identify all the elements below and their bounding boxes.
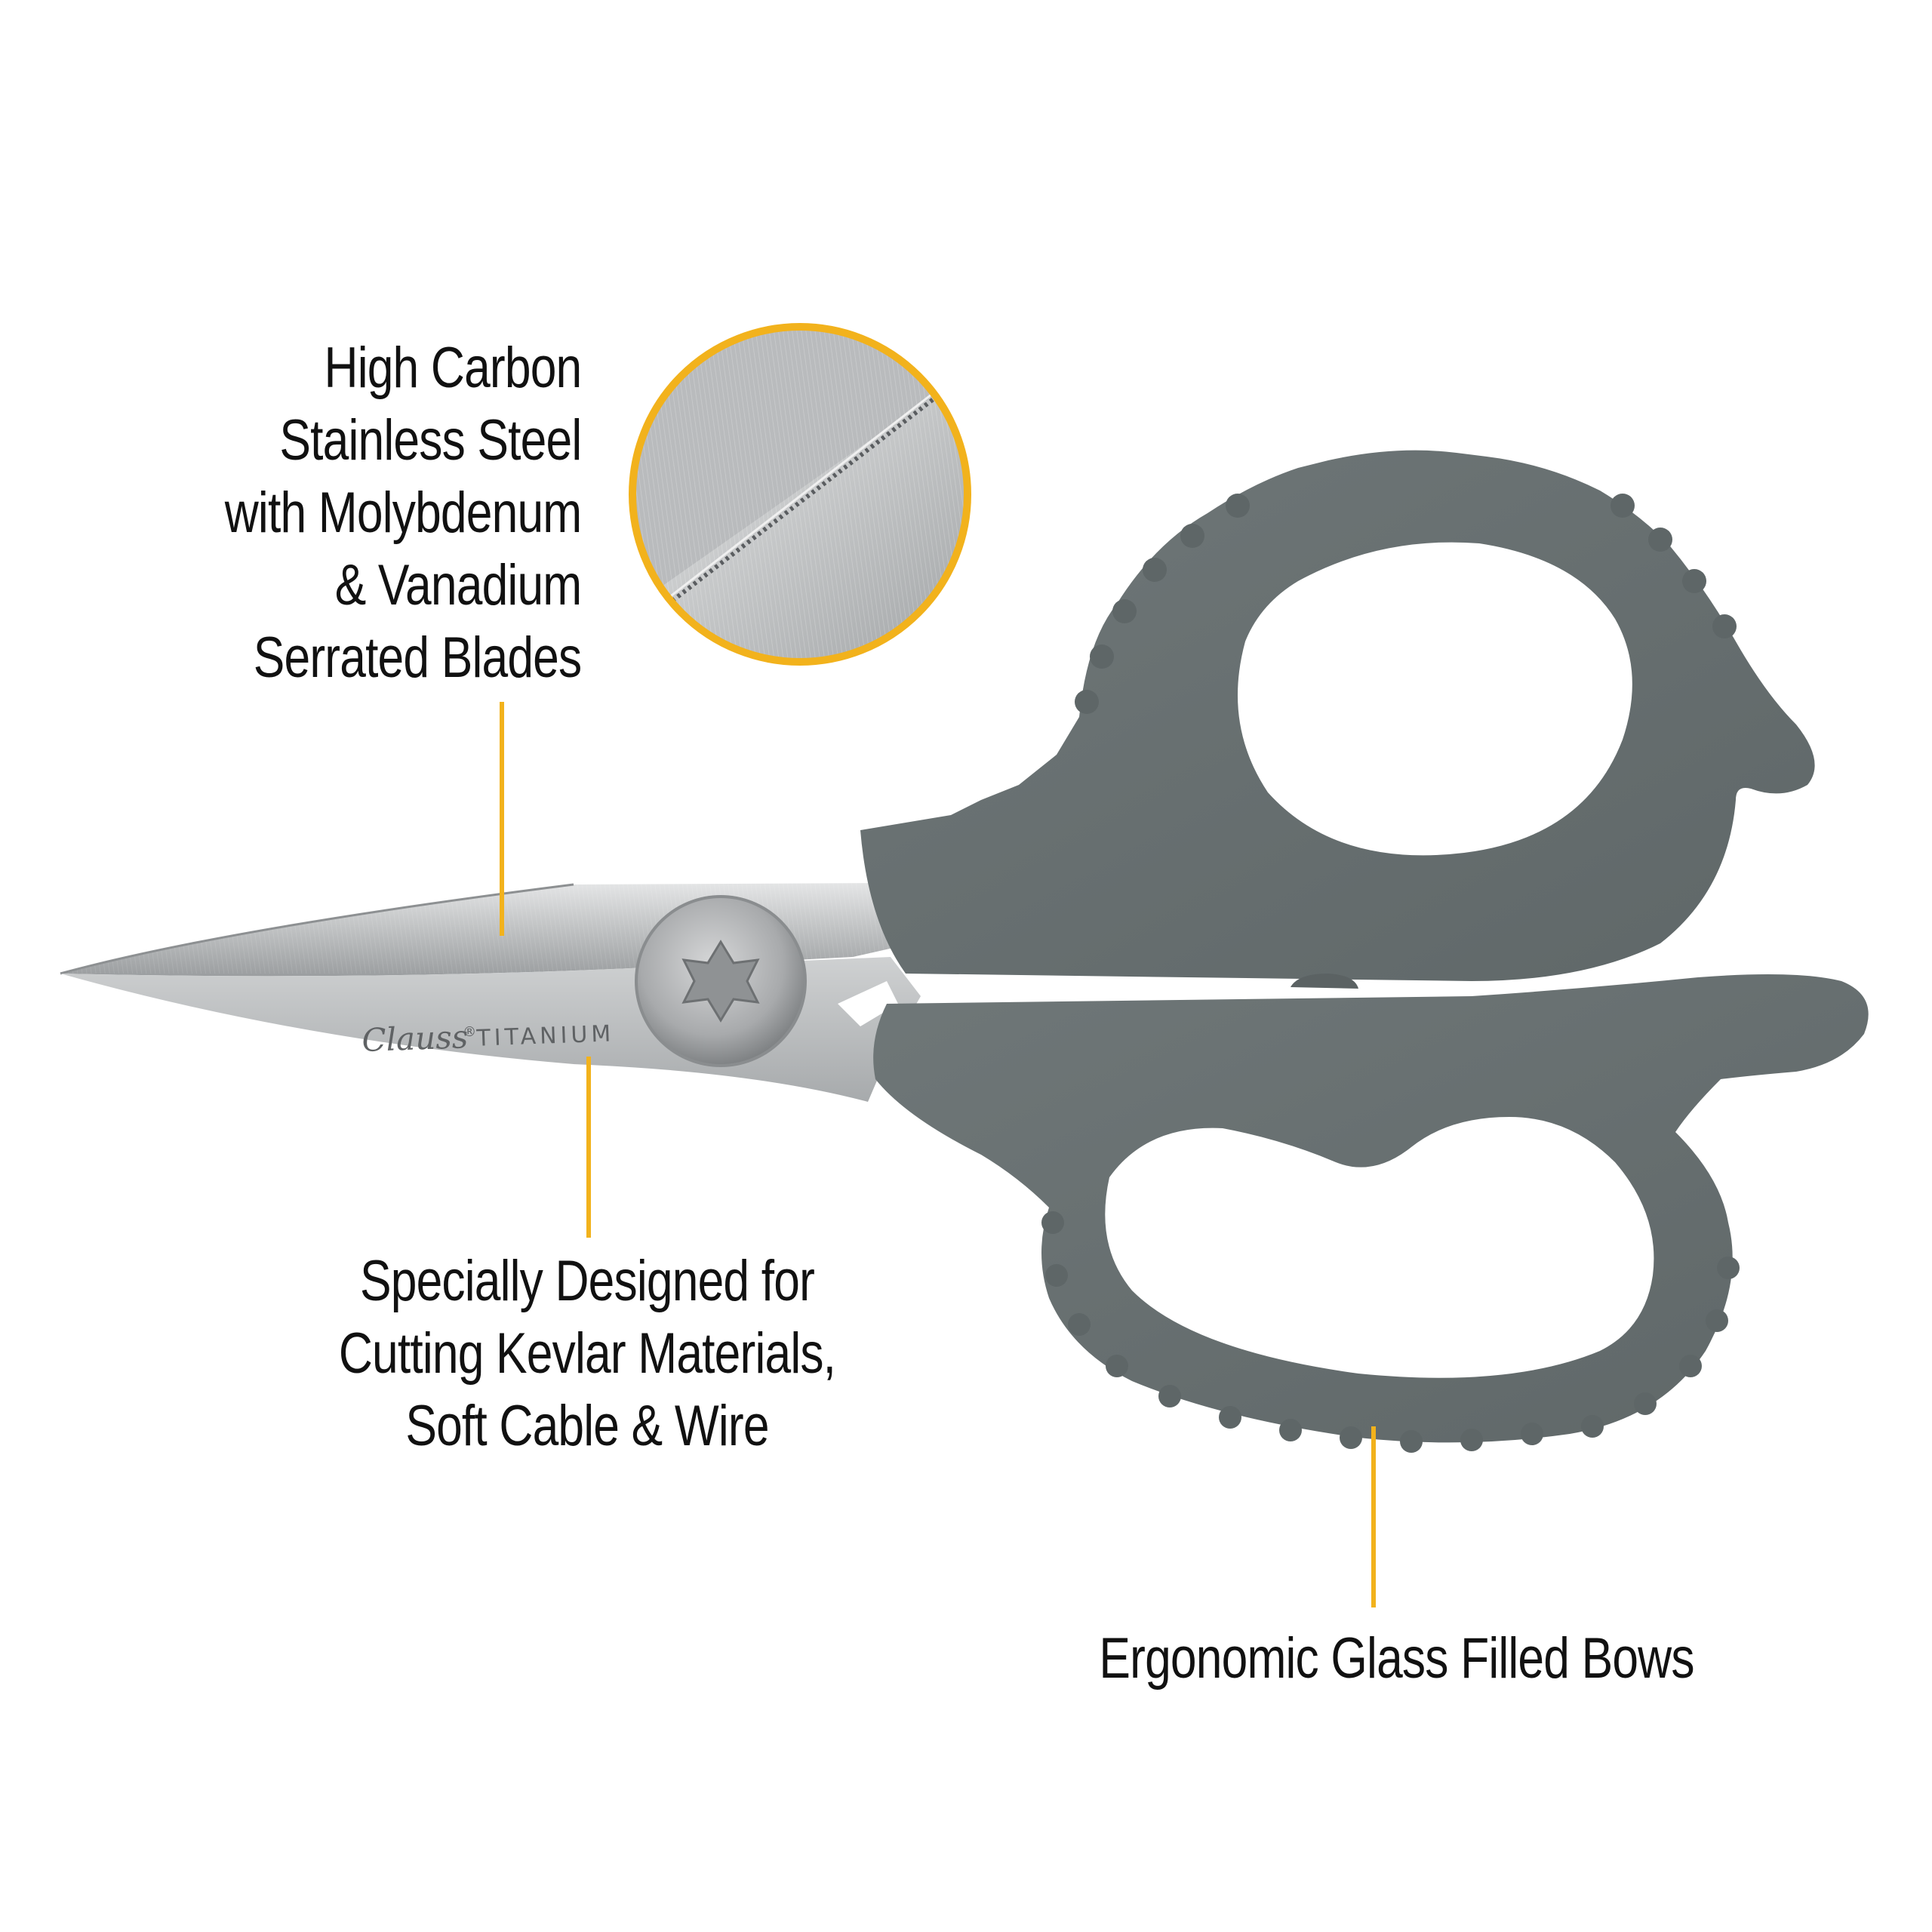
callout-line: Specially Designed for [359, 1249, 815, 1313]
callout-line: Ergonomic Glass Filled Bows [1099, 1626, 1694, 1690]
lower-handle-bow [873, 974, 1869, 1443]
blade-detail-zoom [629, 323, 971, 666]
callout-line: with Molybdenum [224, 481, 581, 545]
registered-mark: ® [463, 1024, 477, 1041]
callout-line: Cutting Kevlar Materials, [338, 1321, 836, 1386]
callout-line: Soft Cable & Wire [405, 1394, 769, 1458]
brand-logo: Clauss [361, 1018, 469, 1059]
callout-handle-bows: Ergonomic Glass Filled Bows [1099, 1623, 1694, 1695]
callout-line: Stainless Steel [279, 408, 582, 472]
callout-blade-steel: High Carbon Stainless Steel with Molybde… [224, 332, 581, 694]
pivot-screw [635, 895, 807, 1067]
callout-cutting-purpose: Specially Designed for Cutting Kevlar Ma… [309, 1245, 866, 1463]
upper-handle-bow [860, 450, 1815, 981]
torx-icon [681, 940, 760, 1023]
upper-grip-ridges [1075, 494, 1737, 714]
lower-grip-ridges [1041, 1211, 1740, 1453]
callout-line: Serrated Blades [253, 626, 581, 690]
callout-line: & Vanadium [334, 553, 582, 617]
model-engraving: TITANIUM [475, 1020, 615, 1051]
callout-line: High Carbon [324, 336, 582, 400]
blade-engraving: Clauss ® TITANIUM [361, 1018, 615, 1059]
